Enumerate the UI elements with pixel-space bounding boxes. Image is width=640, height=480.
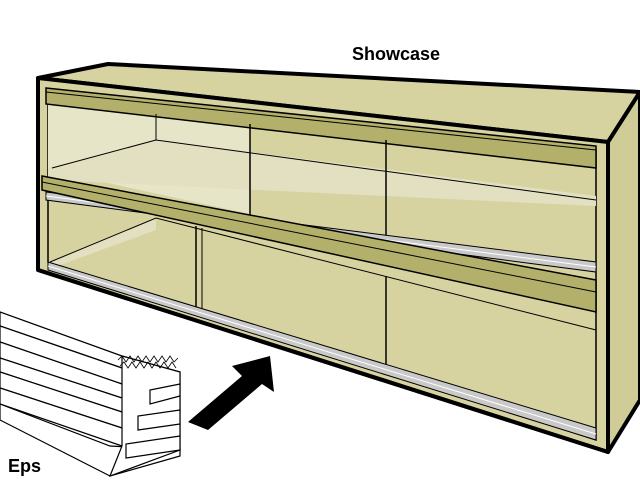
eps-stack bbox=[0, 311, 181, 478]
eps-step-1 bbox=[149, 383, 181, 405]
lower-glass-track-line bbox=[47, 265, 597, 435]
arrow-icon bbox=[188, 356, 274, 430]
lower-glass-track bbox=[47, 261, 597, 441]
eps-step-3 bbox=[125, 435, 181, 459]
eps-marking bbox=[117, 355, 179, 369]
eps-label: Eps bbox=[8, 456, 42, 476]
top-rail bbox=[45, 87, 597, 169]
eps-step-2 bbox=[137, 409, 181, 431]
showcase-label: Showcase bbox=[352, 44, 441, 64]
upper-shelf-floor bbox=[48, 140, 596, 206]
lower-floor-edge bbox=[49, 217, 597, 331]
lower-back-left bbox=[48, 218, 156, 268]
cabinet-bottom-edge bbox=[37, 268, 609, 454]
cabinet-side bbox=[606, 90, 640, 454]
eps-front-face bbox=[108, 355, 181, 478]
top-rail-line bbox=[45, 91, 597, 151]
middle-rail-line bbox=[41, 181, 597, 293]
